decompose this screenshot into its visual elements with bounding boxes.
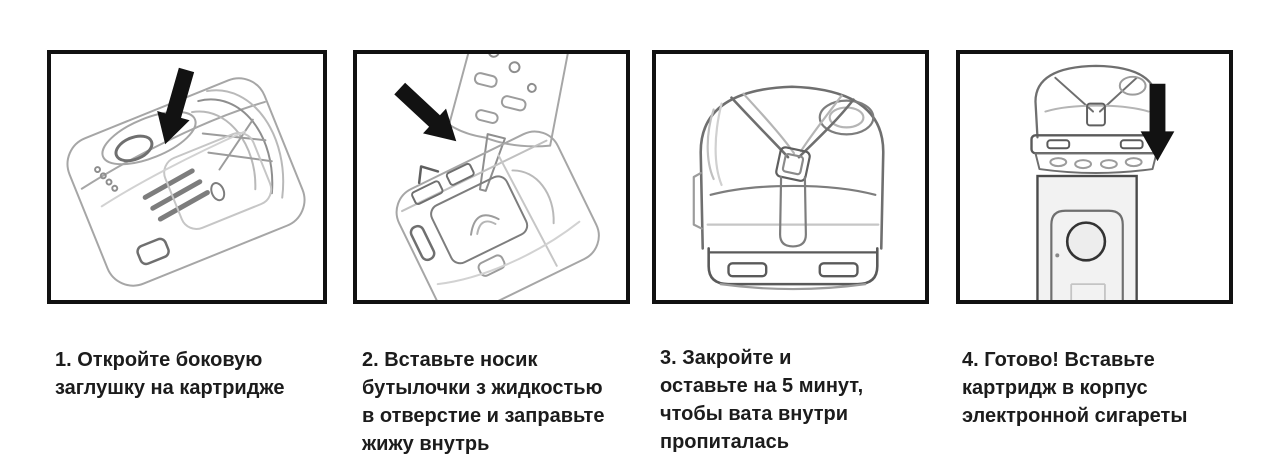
insert-pod-into-device-illustration (1030, 64, 1175, 300)
bottle-refill-illustration (394, 54, 600, 300)
step-1-caption: 1. Откройте боковую заглушку на картридж… (55, 349, 285, 399)
cartridge-sketch (1030, 64, 1162, 174)
step-2-caption: 2. Вставьте носик бутылочки з жидкостью … (362, 349, 605, 455)
pod-side-plug-illustration (66, 67, 306, 287)
cartridge-sketch (395, 130, 600, 300)
down-right-arrow-icon (394, 82, 457, 142)
down-arrow-icon (1140, 83, 1175, 162)
step-3-panel (652, 50, 929, 304)
down-arrow-icon (157, 67, 195, 145)
closed-pod-illustration (692, 85, 885, 291)
device-body-sketch (1036, 174, 1138, 300)
step-1-panel (47, 50, 327, 304)
step-3-caption: 3. Закройте и оставьте на 5 минут, чтобы… (660, 347, 864, 453)
step-2-panel (353, 50, 630, 304)
step-4-caption: 4. Готово! Вставьте картридж в корпус эл… (962, 349, 1188, 427)
step-4-panel (956, 50, 1233, 304)
